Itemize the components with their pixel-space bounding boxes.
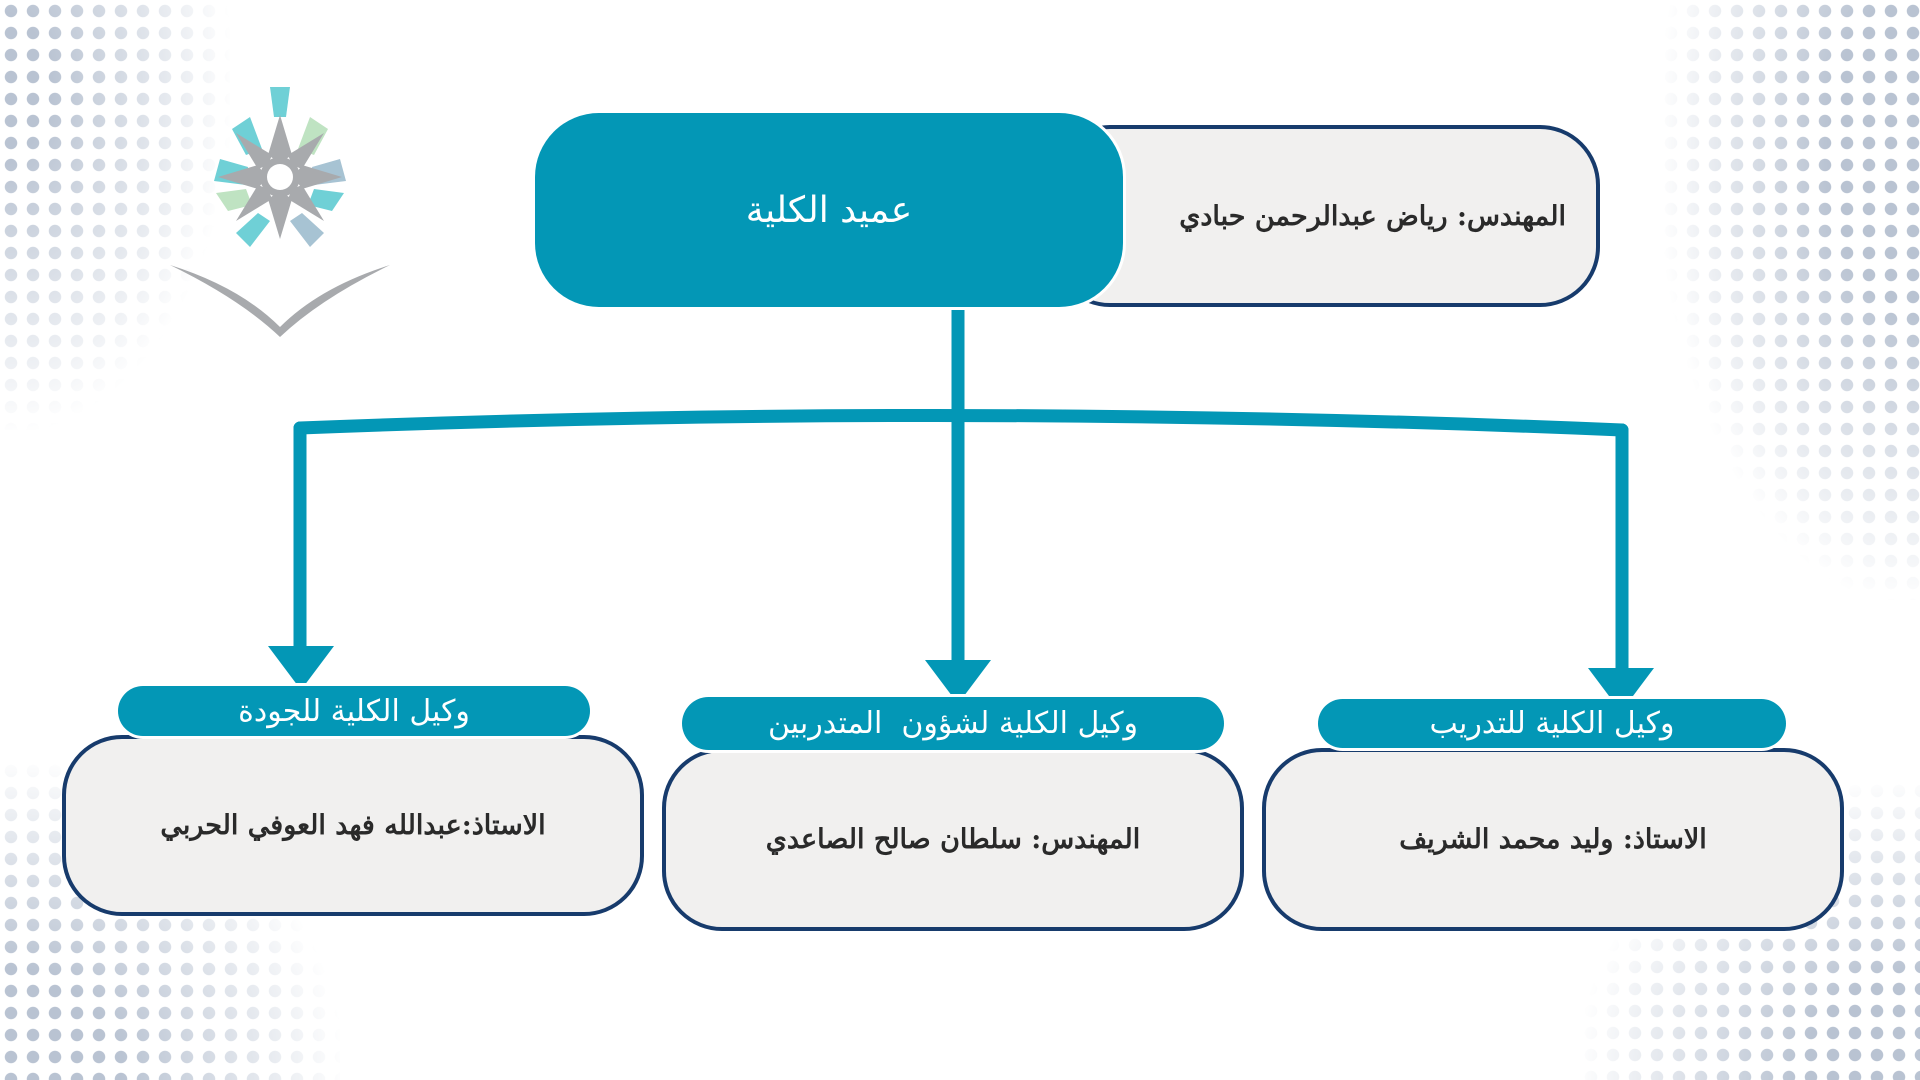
dot-pattern-top-right: [1660, 0, 1920, 600]
quality-title-tab: وكيل الكلية للجودة: [118, 686, 590, 736]
dean-name-box: المهندس: رياض عبدالرحمن حبادي: [1050, 125, 1600, 307]
training-name: الاستاذ: وليد محمد الشريف: [1399, 824, 1707, 855]
organization-logo-icon: [170, 87, 390, 337]
connector-horizontal: [293, 408, 1629, 437]
quality-name: الاستاذ:عبدالله فهد العوفي الحربي: [160, 810, 546, 841]
students-title-tab: وكيل الكلية لشؤون المتدربين: [682, 697, 1224, 750]
training-title: وكيل الكلية للتدريب: [1429, 706, 1675, 741]
dean-title-box: عميد الكلية: [535, 113, 1123, 307]
dean-title: عميد الكلية: [745, 189, 913, 231]
arrow-down-icon: [268, 646, 334, 690]
quality-title: وكيل الكلية للجودة: [238, 693, 470, 729]
quality-name-box: الاستاذ:عبدالله فهد العوفي الحربي: [62, 735, 644, 916]
students-name: المهندس: سلطان صالح الصاعدي: [765, 824, 1141, 855]
training-name-box: الاستاذ: وليد محمد الشريف: [1262, 748, 1844, 931]
arrow-down-icon: [1588, 668, 1654, 712]
dot-pattern-top-left: [0, 0, 230, 430]
training-title-tab: وكيل الكلية للتدريب: [1318, 699, 1786, 748]
students-name-box: المهندس: سلطان صالح الصاعدي: [662, 748, 1244, 931]
students-title: وكيل الكلية لشؤون المتدربين: [767, 706, 1139, 741]
arrow-down-icon: [925, 660, 991, 704]
dean-name: المهندس: رياض عبدالرحمن حبادي: [1179, 200, 1566, 232]
